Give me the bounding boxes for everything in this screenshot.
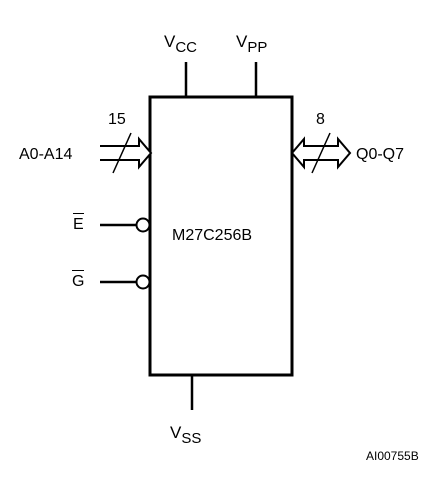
output-enable-label: G bbox=[72, 270, 85, 291]
chip-name: M27C256B bbox=[172, 227, 253, 244]
output-enable-overbar bbox=[72, 270, 85, 271]
address-bus-arrow bbox=[100, 136, 153, 170]
vcc-label-sub: CC bbox=[175, 39, 198, 56]
chip-enable-text: E bbox=[73, 216, 84, 233]
e-pin-bubble bbox=[135, 217, 151, 233]
g-pin-bubble bbox=[135, 274, 151, 290]
data-label: Q0-Q7 bbox=[356, 146, 405, 163]
address-bus-width: 15 bbox=[108, 111, 126, 128]
address-label: A0-A14 bbox=[19, 146, 73, 163]
vcc-label-main: V bbox=[164, 32, 176, 51]
chip-enable-overbar bbox=[73, 213, 84, 214]
figure-id: AI00755B bbox=[366, 449, 419, 463]
vpp-label-sub: PP bbox=[247, 39, 268, 56]
chip-body bbox=[148, 95, 294, 377]
data-bus-width: 8 bbox=[316, 111, 325, 128]
output-enable-text: G bbox=[72, 273, 85, 290]
chip-enable-label: E bbox=[73, 213, 84, 234]
vcc-label: VCC bbox=[164, 32, 197, 57]
address-bus-slash bbox=[112, 132, 132, 174]
data-bus-slash bbox=[311, 132, 331, 174]
vss-label-main: V bbox=[170, 423, 182, 442]
vpp-label-main: V bbox=[236, 32, 248, 51]
vss-label: VSS bbox=[170, 423, 201, 448]
vss-label-sub: SS bbox=[181, 430, 202, 447]
vpp-label: VPP bbox=[236, 32, 267, 57]
